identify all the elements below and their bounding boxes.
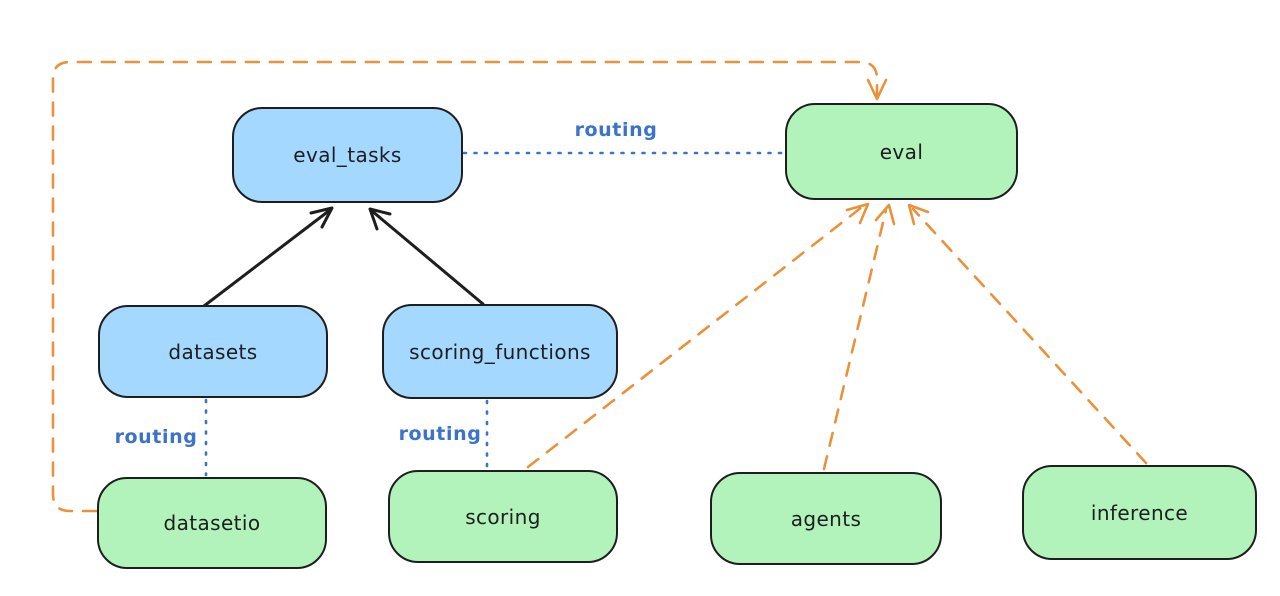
node-datasets-label: datasets (168, 339, 258, 364)
edge-datasetio-to-eval (51, 60, 888, 513)
node-eval-label: eval (879, 139, 924, 164)
node-eval: eval (785, 103, 1018, 200)
edge-agents-to-eval (822, 203, 896, 471)
node-datasets: datasets (98, 305, 328, 398)
edge-datasets-to-eval-tasks (202, 206, 334, 308)
node-agents-label: agents (790, 506, 862, 531)
node-inference-label: inference (1090, 500, 1189, 525)
node-agents: agents (710, 472, 942, 565)
node-scoring-functions-label: scoring_functions (409, 339, 591, 364)
node-scoring: scoring (388, 470, 618, 563)
node-eval-tasks-label: eval_tasks (293, 143, 402, 167)
edge-scoring-functions-to-eval-tasks (368, 207, 485, 306)
routing-label-scoring-functions-scoring: routing (396, 423, 484, 445)
node-inference: inference (1022, 465, 1257, 560)
node-datasetio-label: datasetio (163, 511, 261, 535)
routing-label-eval-tasks-eval: routing (572, 119, 660, 141)
edge-scoring-to-eval (526, 202, 870, 469)
node-datasetio: datasetio (97, 477, 327, 569)
node-scoring-functions: scoring_functions (382, 304, 618, 399)
node-eval-tasks: eval_tasks (232, 107, 463, 203)
node-scoring-label: scoring (465, 504, 541, 529)
edge-inference-to-eval (907, 203, 1148, 465)
routing-label-datasets-datasetio: routing (112, 426, 200, 448)
